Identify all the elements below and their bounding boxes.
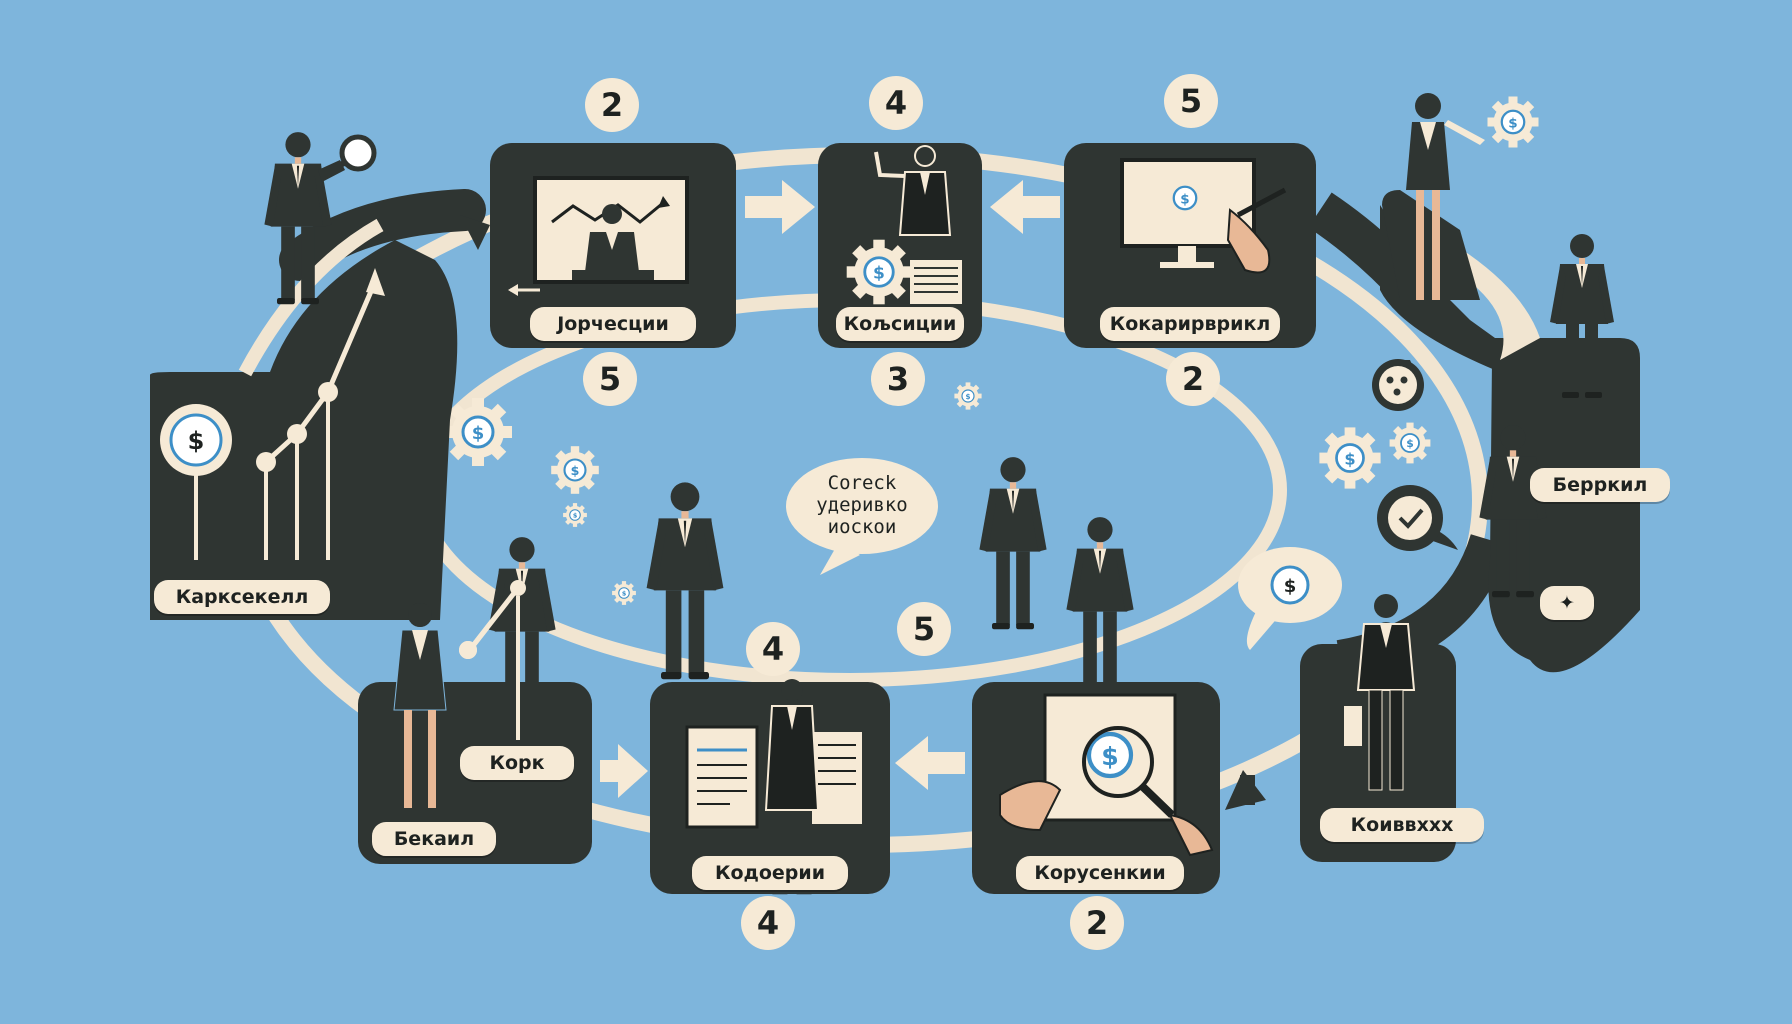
step-label: Корк [460, 746, 574, 780]
step-label: Коиввххх [1320, 808, 1484, 842]
step-number: 5 [897, 602, 951, 656]
arrow-dark-icon [460, 215, 490, 250]
woman-panel-shape [1382, 190, 1480, 300]
step-number: 4 [869, 76, 923, 130]
step-number: 4 [741, 896, 795, 950]
pointing-man-figure [845, 145, 962, 306]
step-number: 2 [1166, 352, 1220, 406]
step-number: 3 [871, 352, 925, 406]
chat-dots-icon [1372, 359, 1424, 411]
step-label: Карксекелл [154, 580, 330, 614]
arrow-left-icon [990, 180, 1060, 234]
arrow-left-dark-icon [1225, 770, 1266, 810]
arrow-left-icon [895, 736, 965, 790]
step-number: 4 [746, 622, 800, 676]
arm [318, 160, 345, 182]
arrow-right-icon [600, 744, 648, 798]
arrow-right-icon [745, 180, 815, 234]
small-label: ✦ [1540, 586, 1594, 620]
dollar-speech-icon: $ [1238, 547, 1342, 650]
step-label: Бекаил [372, 822, 496, 856]
svg-text:$: $ [188, 427, 205, 455]
gear-magnifier-icon [999, 693, 1214, 857]
speech-line: Coreck [827, 472, 897, 494]
speech-line: иоскои [827, 516, 897, 538]
step-number: 5 [583, 352, 637, 406]
document-icon [685, 679, 862, 829]
checkmark-icon [1377, 485, 1458, 551]
step-number: 2 [585, 78, 639, 132]
growth-chart-icon: $ [160, 268, 385, 560]
speech-line: удеривко [816, 494, 908, 516]
step-label: Корусенкии [1016, 856, 1184, 890]
svg-text:$: $ [1284, 576, 1297, 597]
step-label: Берркил [1530, 468, 1670, 502]
step-label: Кољсиции [836, 307, 964, 341]
computer-monitor-icon [1120, 158, 1287, 274]
step-number: 2 [1070, 896, 1124, 950]
standing-man-in-box [1344, 594, 1416, 791]
step-number: 5 [1164, 74, 1218, 128]
woman-in-box [393, 580, 526, 808]
presenter-screen-icon [508, 176, 689, 296]
step-label: Кодоерии [692, 856, 848, 890]
step-label: Јорчесции [530, 307, 696, 341]
woman-top-right [1406, 93, 1485, 300]
step-label: Кокарирврикл [1100, 307, 1280, 341]
speech-bubble: Coreck удеривко иоскои [786, 458, 938, 554]
spark-icon: ✦ [1559, 592, 1575, 614]
